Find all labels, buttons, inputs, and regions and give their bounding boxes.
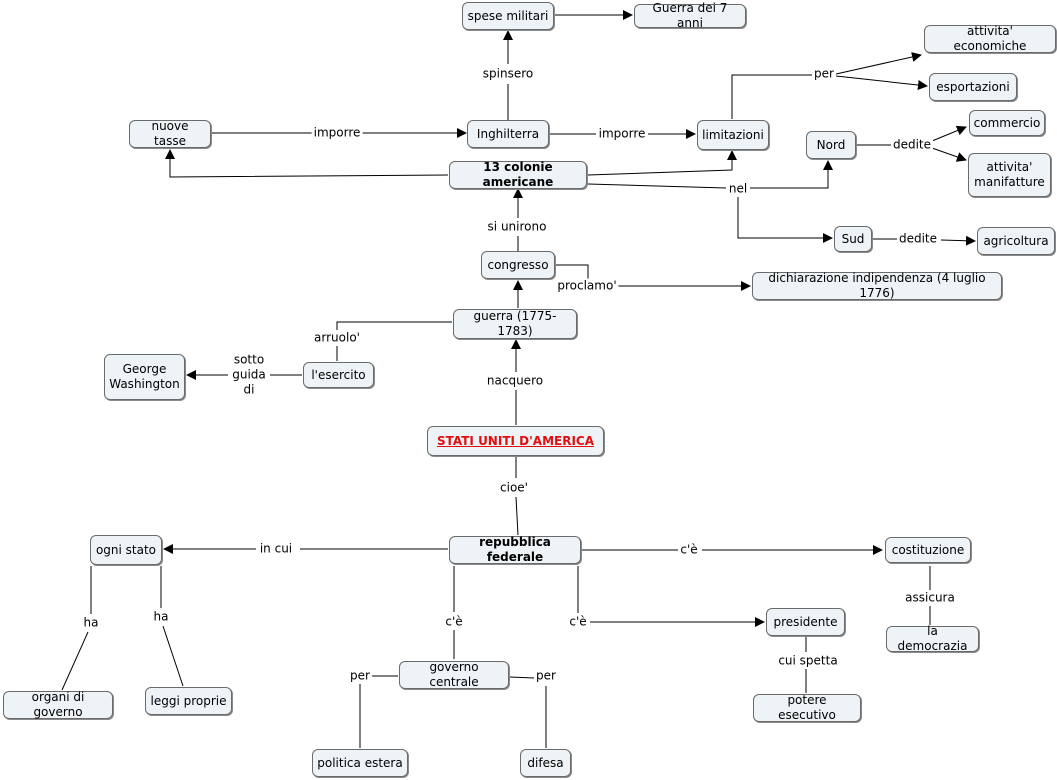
node-organi-governo[interactable]: organi di governo <box>3 690 113 719</box>
link-label-dedite-sud: dedite <box>896 231 940 247</box>
link-label-ce-presidente: c'è <box>567 614 589 630</box>
link-label-proclamo: proclamo' <box>555 278 619 294</box>
node-guerra-7-anni[interactable]: Guerra dei 7 anni <box>634 1 746 30</box>
node-esportazioni[interactable]: esportazioni <box>929 73 1017 101</box>
node-costituzione[interactable]: costituzione <box>885 537 971 563</box>
edge-per-attivita <box>835 52 922 75</box>
node-attivita-economiche[interactable]: attivita' economiche <box>924 24 1056 53</box>
edge-nel-nord <box>750 160 833 189</box>
edge-colonie-limitazioni <box>587 150 737 176</box>
node-commercio[interactable]: commercio <box>969 110 1045 136</box>
link-label-ha-organi: ha <box>81 615 101 631</box>
edge-dedite-agricoltura <box>940 235 976 246</box>
node-limitazioni[interactable]: limitazioni <box>697 120 769 150</box>
link-label-imporre-tasse: imporre <box>311 125 363 141</box>
edge-ha1-organi <box>61 631 89 691</box>
node-guerra[interactable]: guerra (1775-1783) <box>453 309 577 339</box>
link-label-cioe: cioe' <box>498 480 530 496</box>
link-label-nel: nel <box>726 181 750 197</box>
node-sud[interactable]: Sud <box>834 226 872 252</box>
node-potere-esecutivo[interactable]: potere esecutivo <box>753 693 861 722</box>
link-label-spinsero: spinsero <box>480 66 536 82</box>
node-leggi-proprie[interactable]: leggi proprie <box>145 687 232 715</box>
edge-limitazioni-per <box>731 74 812 119</box>
link-label-ce-governo: c'è <box>443 614 465 630</box>
edge-guerra-arruolo <box>336 321 452 330</box>
edge-ha2-leggi <box>162 625 184 687</box>
link-label-ce-costituzione: c'è <box>678 542 700 558</box>
node-difesa[interactable]: difesa <box>520 749 571 777</box>
node-repubblica-federale[interactable]: repubblica federale <box>449 535 581 564</box>
node-nuove-tasse[interactable]: nuove tasse <box>129 119 211 148</box>
node-agricoltura[interactable]: agricoltura <box>977 227 1055 255</box>
node-congresso[interactable]: congresso <box>481 251 555 279</box>
node-inghilterra[interactable]: Inghilterra <box>467 120 549 148</box>
edge-cioe-repubblica <box>515 496 519 536</box>
edge-colonie-tasse <box>165 149 449 178</box>
link-label-per-politica: per <box>348 668 372 684</box>
link-label-sotto-guida-di: sotto guida di <box>229 352 269 398</box>
node-democrazia[interactable]: la democrazia <box>886 624 979 653</box>
link-label-nacquero: nacquero <box>484 373 546 389</box>
node-stati-uniti[interactable]: STATI UNITI D'AMERICA <box>427 426 604 456</box>
edge-dedite-manifatture <box>931 147 967 162</box>
link-label-per-limitazioni: per <box>812 66 836 82</box>
node-attivita-manifatture[interactable]: attivita' manifatture <box>968 153 1051 197</box>
link-label-in-cui: in cui <box>257 541 295 557</box>
edge-colonie-nel <box>587 183 727 189</box>
edge-governo-per2 <box>509 676 535 679</box>
link-label-per-difesa: per <box>534 668 558 684</box>
node-esercito[interactable]: l'esercito <box>303 362 374 388</box>
link-label-assicura: assicura <box>903 590 957 606</box>
link-label-dedite-nord: dedite <box>890 137 934 153</box>
node-spese-militari[interactable]: spese militari <box>462 2 554 30</box>
edge-per-esportazioni <box>835 75 928 90</box>
link-label-arruolo: arruolo' <box>312 330 362 346</box>
link-label-imporre-limitazioni: imporre <box>596 126 648 142</box>
node-ogni-stato[interactable]: ogni stato <box>90 535 162 565</box>
node-tredici-colonie[interactable]: 13 colonie americane <box>449 160 587 189</box>
node-george-washington[interactable]: George Washington <box>104 354 185 400</box>
node-politica-estera[interactable]: politica estera <box>312 749 408 777</box>
link-label-si-unirono: si unirono <box>485 219 549 235</box>
link-label-ha-leggi: ha <box>151 609 171 625</box>
edge-nel-sud <box>737 197 833 243</box>
node-nord[interactable]: Nord <box>806 131 856 159</box>
edge-congresso-proclamo <box>556 264 589 279</box>
node-governo-centrale[interactable]: governo centrale <box>399 660 509 689</box>
node-presidente[interactable]: presidente <box>766 608 845 636</box>
node-dichiarazione[interactable]: dichiarazione indipendenza (4 luglio 177… <box>752 271 1002 300</box>
edge-dedite-commercio <box>931 125 967 142</box>
link-label-cui-spetta: cui spetta <box>776 653 840 669</box>
